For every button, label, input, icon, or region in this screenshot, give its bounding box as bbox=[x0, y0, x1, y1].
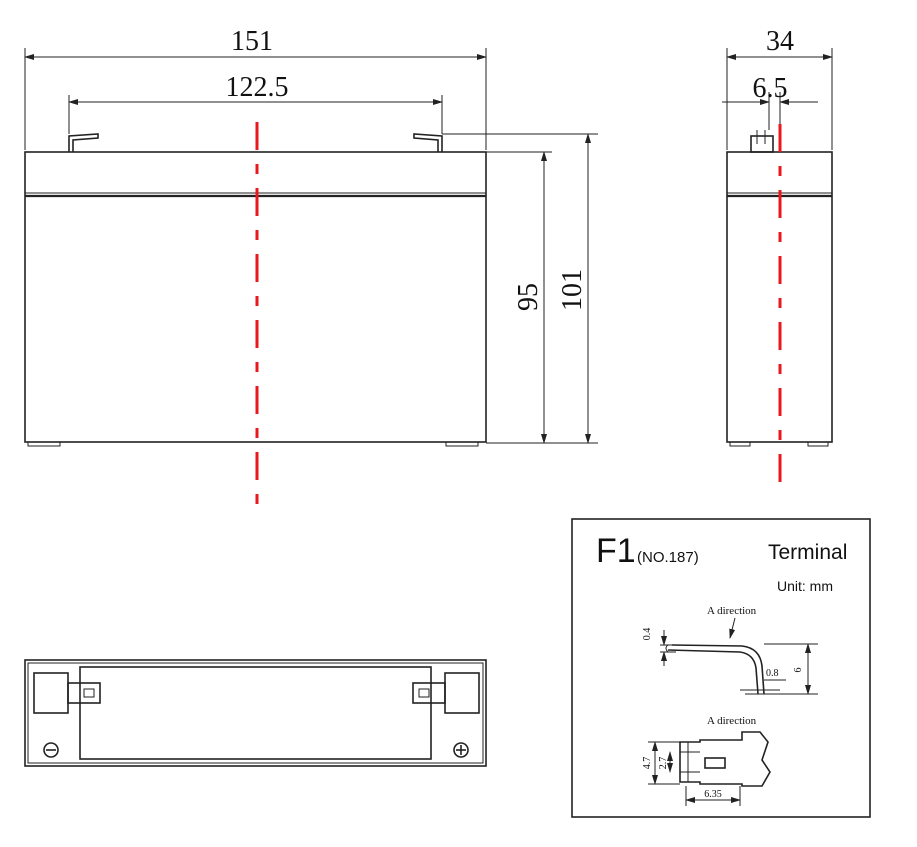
dim-width-overall: 151 bbox=[231, 26, 273, 57]
dim-height-total: 101 bbox=[557, 269, 588, 311]
top-terminal-tab-left bbox=[67, 682, 101, 704]
terminal-profile-outer bbox=[667, 649, 759, 695]
front-case-outline bbox=[24, 151, 487, 443]
front-foot-right bbox=[445, 441, 479, 447]
top-terminal-pad-left bbox=[33, 672, 69, 714]
side-foot-right bbox=[807, 441, 829, 447]
terminal-number: (NO.187) bbox=[637, 549, 699, 566]
dim-depth: 34 bbox=[766, 26, 794, 57]
top-terminal-hole-right bbox=[418, 688, 430, 698]
top-label-panel bbox=[79, 666, 432, 760]
top-terminal-pad-right bbox=[444, 672, 480, 714]
dim-terminal-spacing: 122.5 bbox=[226, 72, 289, 103]
top-terminal-hole-left bbox=[83, 688, 95, 698]
dim-terminal-thickness: 0.4 bbox=[642, 628, 653, 641]
dim-height-case: 95 bbox=[513, 283, 544, 311]
dim-terminal-height: 6 bbox=[793, 668, 804, 673]
top-case-inner bbox=[27, 662, 484, 764]
dim-terminal-gap: 0.8 bbox=[766, 668, 779, 679]
side-view: 34 6.5 bbox=[722, 26, 833, 492]
terminal-box-border bbox=[571, 518, 871, 818]
side-terminal bbox=[750, 135, 774, 153]
terminal-a-view-hole bbox=[704, 757, 726, 769]
terminal-code: F1 bbox=[596, 532, 636, 570]
terminal-detail-box: F1 (NO.187) Terminal Unit: mm A directio… bbox=[571, 518, 871, 818]
terminal-a-view-outline bbox=[679, 731, 771, 787]
front-terminal-left bbox=[68, 133, 99, 152]
terminal-profile-inner bbox=[671, 644, 765, 695]
minus-symbol-icon bbox=[43, 742, 59, 758]
direction-label-2: A direction bbox=[707, 715, 757, 727]
direction-arrow-1 bbox=[729, 617, 736, 639]
dim-terminal-width-a: 4.7 bbox=[642, 757, 653, 770]
dim-terminal-width-b: 2.7 bbox=[658, 757, 669, 770]
top-view bbox=[24, 659, 487, 767]
terminal-unit: Unit: mm bbox=[777, 578, 833, 594]
front-view: 151 122.5 95 101 bbox=[24, 26, 598, 514]
top-case-outline bbox=[24, 659, 487, 767]
terminal-profile-tip bbox=[665, 644, 669, 653]
terminal-title: Terminal bbox=[768, 541, 847, 564]
dim-terminal-length: 6.35 bbox=[704, 789, 722, 800]
top-terminal-tab-right bbox=[412, 682, 446, 704]
plus-symbol-icon bbox=[453, 742, 469, 758]
front-foot-left bbox=[27, 441, 61, 447]
dim-terminal-offset: 6.5 bbox=[753, 73, 788, 104]
front-terminal-right bbox=[413, 133, 443, 152]
side-foot-left bbox=[729, 441, 751, 447]
direction-label-1: A direction bbox=[707, 605, 757, 617]
